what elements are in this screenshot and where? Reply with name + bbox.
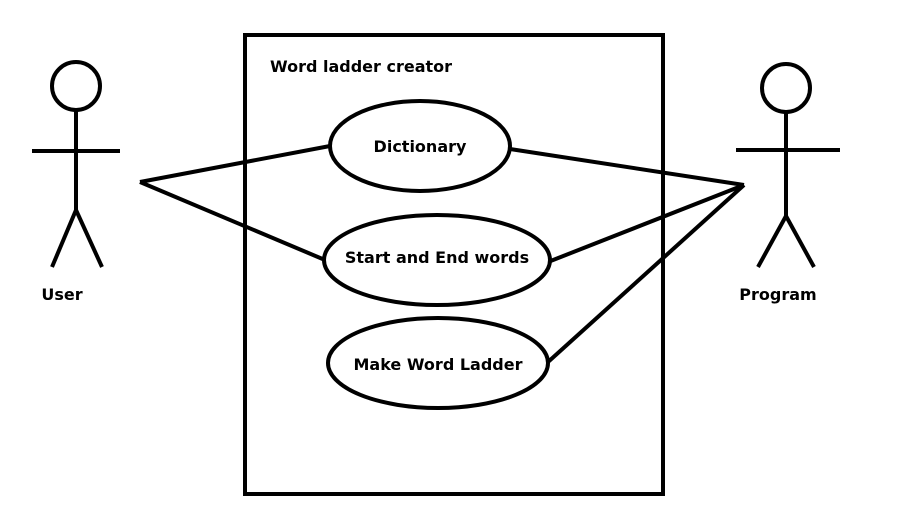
actor-head [50, 60, 102, 112]
actor-left-leg [756, 215, 788, 268]
use-case-dictionary: Dictionary [328, 99, 512, 193]
use-case-ellipse [326, 316, 550, 410]
use-case-label: Dictionary [374, 137, 467, 156]
association-user-start-end-words [139, 180, 326, 262]
actor-left-leg [50, 209, 78, 268]
actor-label: User [41, 285, 82, 304]
system-title: Word ladder creator [270, 57, 452, 76]
association-user-dictionary [139, 144, 331, 184]
use-case-label: Start and End words [345, 248, 529, 267]
association-program-make-word-ladder [546, 183, 746, 364]
use-case-start-end-words: Start and End words [322, 213, 552, 307]
use-case-ellipse [322, 213, 552, 307]
association-program-dictionary [509, 147, 745, 187]
actor-head [760, 62, 812, 114]
use-case-make-word-ladder: Make Word Ladder [326, 316, 550, 410]
system-boundary [243, 33, 665, 496]
actor-label: Program [739, 285, 816, 304]
association-program-start-end-words [547, 183, 745, 264]
use-case-ellipse [328, 99, 512, 193]
actor-right-leg [74, 209, 104, 268]
actor-user: User [32, 60, 120, 304]
use-case-label: Make Word Ladder [354, 355, 523, 374]
actor-right-leg [784, 215, 816, 268]
actor-program: Program [736, 62, 840, 304]
